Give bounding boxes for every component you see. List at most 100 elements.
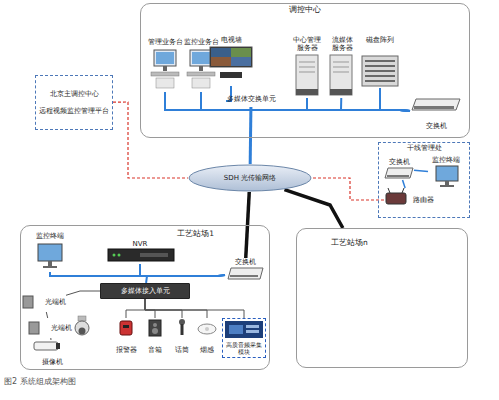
smoke-detector-icon [198, 324, 216, 334]
camera-icon [34, 342, 58, 350]
dome-camera-icon [78, 316, 86, 321]
text-group: 电视墙 [208, 36, 254, 44]
transceiver-icon [29, 322, 39, 334]
computer-icon [156, 52, 174, 64]
monitor-icon [436, 166, 458, 181]
node-label: 高质音频采集模块 [224, 342, 264, 356]
monitor: 监控终端 [428, 156, 464, 190]
node-label: 工艺站场n [331, 239, 368, 248]
computer-icon [151, 50, 179, 88]
dome-camera-icon [75, 321, 89, 335]
text-group: 光端机 [45, 292, 66, 312]
text-group: 北京主调控中心远程视频监控管理平台 [36, 76, 112, 129]
dome-camera-icon [79, 328, 86, 335]
node-label: NVR [100, 240, 180, 248]
node-label: SDH 光传输网络 [224, 174, 276, 182]
connector [165, 92, 410, 111]
disk-array-icon [362, 56, 398, 86]
text-group: 磁盘阵列 [356, 36, 404, 44]
transceiver-icon [29, 322, 39, 334]
transceiver-icon [23, 296, 33, 308]
computer-icon [163, 66, 167, 71]
nvr-icon [108, 249, 174, 261]
connector [380, 88, 410, 111]
switch-icon [412, 99, 460, 110]
text-group: 话筒 [166, 346, 198, 354]
audio-module-icon [246, 325, 259, 328]
text-group: 交换机 [380, 158, 418, 166]
server: 中心管理服务器 [290, 36, 324, 98]
switch-icon [414, 106, 454, 109]
node-label: 摄像机 [30, 358, 74, 366]
router-icon [386, 188, 406, 204]
server-icon [296, 55, 318, 95]
node-label: 工艺站场1 [177, 230, 214, 239]
connector [113, 102, 188, 178]
disk-array: 磁盘阵列 [360, 36, 400, 88]
server-icon [330, 89, 352, 95]
switch: 交换机 [225, 258, 265, 286]
text-group: 监控终端 [424, 156, 468, 164]
node-label: 中心管理服务器 [292, 36, 322, 52]
router-icon [388, 188, 390, 193]
node-label: 监控业务台 [178, 38, 224, 46]
connector [403, 180, 406, 188]
smoke-detector-icon [205, 327, 209, 331]
switch-icon [385, 168, 413, 178]
text-group: 管理业务台 [142, 38, 188, 46]
management-box: 干线管理处交换机监控终端路由器 [378, 142, 470, 218]
text-group: SDH 光传输网络 [188, 164, 312, 192]
connector [126, 299, 145, 318]
video-wall-icon [231, 48, 251, 57]
nvr-icon [113, 254, 116, 257]
connector [414, 170, 428, 171]
node-label: 干线管理处 [379, 144, 469, 152]
speaker-icon [149, 320, 161, 336]
connector [312, 178, 384, 200]
smoke-detector-icon [198, 324, 216, 334]
connector [201, 92, 410, 111]
alarm: 报警器 [112, 318, 140, 354]
node-label: 管理业务台 [142, 38, 188, 46]
node-label: 流媒体服务器 [330, 36, 354, 52]
computer-icon [192, 78, 210, 88]
node-label: 烟感 [191, 346, 223, 354]
camera: 摄像机 [30, 340, 74, 366]
connector [50, 338, 51, 340]
connector [140, 264, 225, 276]
node-label: 交换机 [223, 258, 267, 266]
node-label: 多媒体接入单元 [121, 287, 170, 295]
server-icon [330, 55, 352, 95]
video-wall-icon [211, 57, 231, 66]
station-box: 工艺站场1监控终端NVR交换机多媒体接入单元光端机光端机摄像机报警器音箱话筒烟感… [20, 225, 270, 370]
connector [145, 299, 155, 318]
text-group: 交换机 [410, 122, 462, 130]
server-icon [330, 55, 352, 95]
video-wall-icon [211, 48, 231, 57]
disk-array-icon [365, 60, 395, 62]
node-label: 磁盘阵列 [356, 36, 404, 44]
text-group: 工艺站场1 [177, 230, 214, 239]
audio-module: 高质音频采集模块 [222, 318, 266, 358]
alarm-icon [120, 321, 132, 335]
station-box: 工艺站场n [296, 228, 468, 368]
audio-module-icon [225, 321, 263, 338]
nvr: NVR [100, 240, 180, 264]
audio-module-icon [229, 325, 243, 334]
text-group: 中心管理服务器 [292, 36, 322, 52]
text-group: 报警器 [108, 346, 144, 354]
switch-icon [385, 168, 413, 178]
switch-icon [412, 99, 460, 110]
server-icon [299, 67, 315, 68]
computer-icon [199, 66, 203, 71]
transceiver: 光端机 [28, 318, 72, 338]
speaker-icon [149, 320, 161, 336]
connector [284, 190, 342, 228]
workstation: 监控业务台 [184, 38, 218, 92]
microphone-icon [181, 324, 184, 335]
transceiver-icon [23, 296, 33, 308]
router: 路由器 [384, 188, 434, 212]
server-icon [299, 72, 315, 73]
server-icon [333, 72, 349, 73]
